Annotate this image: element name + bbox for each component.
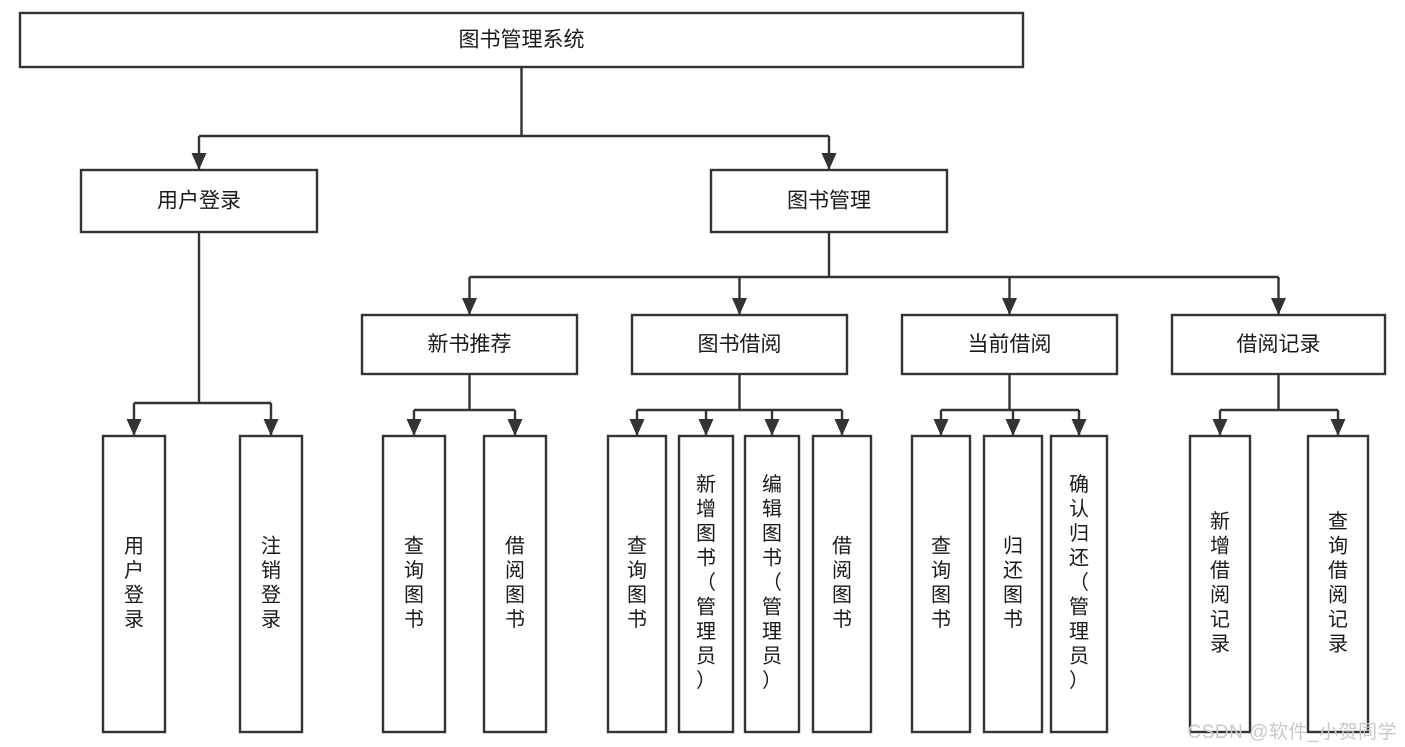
node-leaf-edit-book[interactable]: 编辑图书（管理员） [743, 434, 801, 734]
node-box [1188, 434, 1252, 734]
node-label: 借阅记录 [1237, 333, 1321, 356]
node-box [1306, 434, 1370, 734]
node-root-system[interactable]: 图书管理系统 [18, 11, 1025, 69]
node-leaf-borrow-book[interactable]: 借阅图书 [811, 434, 873, 734]
node-current-borrow[interactable]: 当前借阅 [900, 313, 1119, 376]
node-label: 查询图书 [931, 535, 951, 632]
node-box [606, 434, 668, 734]
node-box [360, 313, 579, 376]
node-label: 借阅图书 [832, 535, 852, 632]
arrow-head-icon [406, 419, 422, 436]
node-leaf-borrow-book-rec[interactable]: 借阅图书 [482, 434, 548, 734]
arrow-head-icon [126, 419, 142, 436]
arrow-head-icon [263, 419, 279, 436]
node-book-manage[interactable]: 图书管理 [709, 168, 949, 234]
node-box [381, 434, 447, 734]
arrow-head-icon [732, 298, 747, 315]
node-label: 当前借阅 [968, 333, 1052, 356]
arrow-head-icon [821, 153, 837, 170]
node-user-login[interactable]: 用户登录 [79, 168, 319, 234]
node-layer: 图书管理系统用户登录图书管理新书推荐图书借阅当前借阅借阅记录用户登录注销登录查询… [18, 11, 1387, 734]
arrow-head-icon [1271, 298, 1286, 315]
node-borrow-record[interactable]: 借阅记录 [1170, 313, 1387, 376]
node-leaf-user-login[interactable]: 用户登录 [101, 434, 167, 734]
node-leaf-return-book[interactable]: 归还图书 [982, 434, 1044, 734]
arrow-head-icon [1071, 419, 1087, 436]
node-label: 图书管理系统 [459, 29, 585, 52]
node-label: 新增借阅记录 [1210, 510, 1230, 656]
arrow-head-icon [462, 298, 477, 315]
node-box [630, 313, 849, 376]
node-label: 借阅图书 [505, 535, 525, 632]
node-box [18, 11, 1025, 69]
node-box [900, 313, 1119, 376]
arrow-head-icon [698, 419, 714, 436]
node-label: 归还图书 [1003, 535, 1023, 632]
node-label: 确认归还（管理员） [1069, 473, 1089, 692]
node-leaf-query-book-cur[interactable]: 查询图书 [910, 434, 972, 734]
node-box [79, 168, 319, 234]
arrow-head-icon [933, 419, 949, 436]
node-label: 注销登录 [261, 535, 281, 632]
node-label: 新书推荐 [428, 333, 512, 356]
node-leaf-query-book-rec[interactable]: 查询图书 [381, 434, 447, 734]
node-box [482, 434, 548, 734]
arrow-head-icon [191, 153, 207, 170]
node-label: 用户登录 [124, 536, 144, 632]
arrow-head-icon [1002, 298, 1017, 315]
node-label: 图书管理 [787, 190, 871, 213]
node-box [743, 434, 801, 734]
arrow-head-icon [1330, 419, 1346, 436]
arrow-head-icon [629, 419, 645, 436]
node-label: 图书借阅 [698, 333, 782, 356]
node-leaf-add-record[interactable]: 新增借阅记录 [1188, 434, 1252, 734]
node-label: 查询图书 [627, 535, 647, 632]
node-label: 编辑图书（管理员） [762, 473, 782, 692]
arrow-head-icon [1212, 419, 1228, 436]
node-leaf-query-record[interactable]: 查询借阅记录 [1306, 434, 1370, 734]
arrow-head-icon [507, 419, 523, 436]
node-label: 用户登录 [157, 190, 241, 213]
node-box [811, 434, 873, 734]
node-box [1049, 434, 1109, 734]
node-leaf-add-book[interactable]: 新增图书（管理员） [677, 434, 735, 734]
node-box [910, 434, 972, 734]
node-box [982, 434, 1044, 734]
node-leaf-query-book-borrow[interactable]: 查询图书 [606, 434, 668, 734]
node-box [677, 434, 735, 734]
node-box [1170, 313, 1387, 376]
arrow-head-icon [1005, 419, 1021, 436]
node-new-book-recommend[interactable]: 新书推荐 [360, 313, 579, 376]
node-label: 查询借阅记录 [1328, 510, 1348, 656]
node-box [709, 168, 949, 234]
connector-layer [126, 67, 1346, 436]
arrow-head-icon [834, 419, 850, 436]
node-book-borrow[interactable]: 图书借阅 [630, 313, 849, 376]
node-leaf-confirm-return[interactable]: 确认归还（管理员） [1049, 434, 1109, 734]
node-box [101, 434, 167, 734]
arrow-head-icon [764, 419, 780, 436]
node-leaf-logout[interactable]: 注销登录 [238, 434, 304, 734]
node-box [238, 434, 304, 734]
node-label: 查询图书 [404, 535, 424, 632]
node-label: 新增图书（管理员） [696, 473, 716, 692]
